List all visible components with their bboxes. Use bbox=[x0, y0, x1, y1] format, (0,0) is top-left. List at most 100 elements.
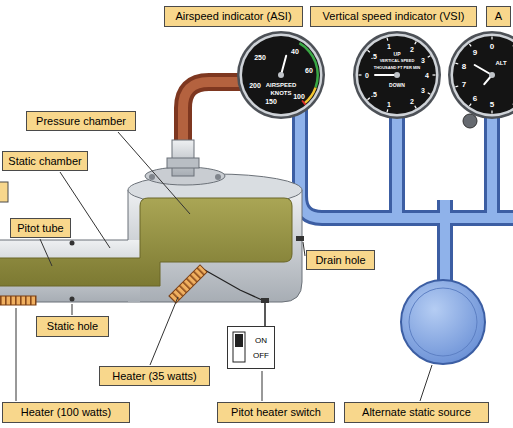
heater-coil bbox=[169, 265, 207, 303]
dial-ring bbox=[356, 34, 439, 117]
callout-label: Drain hole bbox=[306, 250, 375, 270]
dial-tick bbox=[359, 74, 362, 75]
dial-ring bbox=[240, 34, 323, 117]
dial-tick bbox=[491, 37, 492, 40]
callout-text: Pressure chamber bbox=[36, 116, 126, 127]
dial-marking: 2 bbox=[410, 97, 414, 104]
dial-tick bbox=[386, 109, 388, 112]
pitot-line-highlight bbox=[183, 82, 244, 142]
callout-text: Heater (35 watts) bbox=[112, 371, 196, 382]
dial-marking: .5 bbox=[371, 52, 377, 59]
dial-marking: 5 bbox=[490, 100, 494, 108]
callout-label: Pitot tube bbox=[10, 218, 71, 238]
dial-face bbox=[242, 36, 320, 114]
instrument-dial: 2502001501006040AIRSPEEDKNOTS bbox=[237, 31, 325, 119]
callout-label: Static hole bbox=[36, 316, 109, 337]
leader-line bbox=[16, 308, 17, 401]
dial-tick bbox=[469, 44, 471, 46]
switch-plate bbox=[227, 326, 275, 369]
callout-text: Heater (100 watts) bbox=[21, 407, 111, 418]
leader-line bbox=[40, 239, 52, 266]
instrument-dial: 0 98 76 5 ALT bbox=[448, 31, 513, 119]
drain-port bbox=[296, 236, 304, 241]
wire-connector bbox=[261, 298, 269, 303]
callout-label: Pitot heater switch bbox=[217, 402, 335, 423]
callout-text: A bbox=[495, 11, 502, 22]
dial-tick bbox=[428, 56, 431, 58]
dial-needle bbox=[475, 65, 492, 75]
dial-face bbox=[453, 36, 513, 114]
callout-text: Pitot heater switch bbox=[231, 407, 321, 418]
dial-group bbox=[353, 31, 441, 119]
dial-marking: 8 bbox=[462, 62, 466, 70]
pressure-chamber bbox=[0, 198, 292, 286]
callout-label: Alternate static source bbox=[344, 402, 489, 423]
dial-tick bbox=[386, 38, 388, 41]
dial-bezel bbox=[237, 31, 325, 119]
dial-marking: 0 bbox=[490, 42, 494, 50]
dial-marking: DOWN bbox=[389, 83, 405, 88]
altimeter-knob bbox=[463, 114, 477, 128]
dial-needle bbox=[375, 74, 397, 76]
leader-line bbox=[72, 304, 73, 315]
callout-label: Heater (35 watts) bbox=[99, 366, 210, 386]
static-pipe bbox=[484, 110, 500, 218]
dial-ring bbox=[451, 34, 513, 117]
callout-text: Vertical speed indicator (VSI) bbox=[323, 11, 465, 22]
switch-position: OFF bbox=[253, 351, 269, 359]
tube-edge bbox=[0, 240, 128, 241]
callout-label: Heater (100 watts) bbox=[2, 402, 130, 423]
dial-marking: 3 bbox=[421, 57, 425, 64]
dial-marking: 4 bbox=[425, 72, 429, 79]
dial-marking: .5 bbox=[371, 91, 377, 98]
static-pipe bbox=[300, 108, 513, 218]
source-ring bbox=[409, 288, 477, 356]
dial-tick bbox=[455, 63, 458, 65]
dial-marking: 3 bbox=[421, 87, 425, 94]
dial-marking: 2 bbox=[410, 46, 414, 53]
dial-marking: 0 bbox=[365, 72, 369, 79]
callout-text: Static chamber bbox=[8, 156, 81, 167]
dial-tick bbox=[428, 93, 431, 95]
dial-marking: 7 bbox=[462, 80, 466, 88]
dial-tick bbox=[415, 106, 417, 109]
callout-fragment bbox=[0, 182, 8, 202]
dial-marking: 6 bbox=[473, 94, 477, 102]
dial-marking: ALT bbox=[495, 60, 506, 66]
toggle-lever bbox=[235, 334, 243, 347]
leader-line bbox=[420, 365, 432, 401]
dial-marking: 1 bbox=[387, 43, 391, 50]
dial-marking: 9 bbox=[473, 48, 477, 56]
static-pipe bbox=[300, 108, 513, 218]
heater-coil bbox=[0, 296, 36, 305]
dial-bezel bbox=[448, 31, 513, 119]
switch-position: ON bbox=[255, 336, 267, 344]
leader-line bbox=[303, 242, 305, 256]
static-port bbox=[70, 297, 75, 302]
switch-wire bbox=[264, 303, 266, 326]
heater-wire bbox=[203, 269, 262, 300]
needle-hub bbox=[394, 72, 400, 78]
dial-marking: 1 bbox=[387, 100, 391, 107]
leader-line bbox=[150, 297, 178, 365]
static-pipe bbox=[487, 110, 497, 218]
dial-marking: KNOTS bbox=[271, 90, 292, 96]
dial-tick bbox=[433, 74, 436, 75]
dial-marking: 40 bbox=[291, 47, 299, 54]
dial-graphic bbox=[448, 31, 513, 119]
callout-text: Static hole bbox=[47, 321, 98, 332]
static-pipe bbox=[437, 200, 453, 285]
static-pipe bbox=[392, 110, 402, 218]
dial-marking: AIRSPEED bbox=[266, 82, 297, 88]
dial-bezel bbox=[353, 31, 441, 119]
dial-tick bbox=[368, 98, 370, 100]
callout-label: Airspeed indicator (ASI) bbox=[164, 6, 303, 27]
green-arc bbox=[299, 42, 319, 88]
dial-marking: 250 bbox=[254, 54, 266, 61]
callout-label: Vertical speed indicator (VSI) bbox=[310, 6, 477, 27]
static-pipe bbox=[389, 110, 405, 218]
needle-hub bbox=[489, 72, 495, 78]
instrument-dial: UPVERTICAL SPEEDTHOUSAND FT PER MINDOWN0… bbox=[353, 31, 441, 119]
switch-panel: ON OFF bbox=[227, 326, 275, 369]
leader-line bbox=[262, 371, 263, 401]
